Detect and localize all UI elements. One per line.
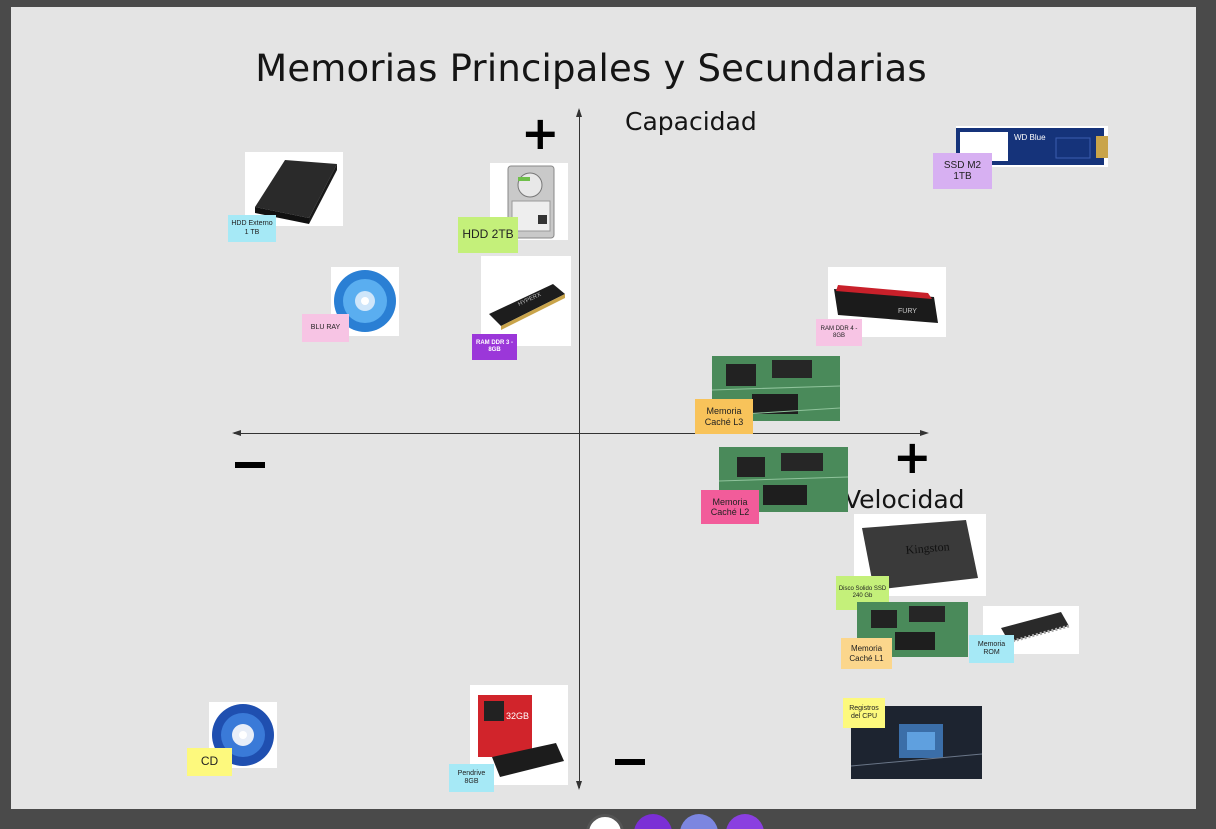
toolbar-avatar-1[interactable] [586, 814, 624, 829]
whiteboard-canvas[interactable]: Memorias Principales y Secundarias Capac… [11, 7, 1196, 809]
note-cd[interactable]: CD [187, 748, 232, 776]
hdd-external-image[interactable] [245, 152, 343, 226]
note-cache-l3[interactable]: Memoria Caché L3 [695, 399, 753, 434]
note-rom[interactable]: Memoria ROM [969, 635, 1014, 663]
y-axis-minus-sign [615, 759, 645, 765]
ssd-m2-brand-text: WD Blue [1014, 133, 1046, 142]
kingston-brand-text: Kingston [905, 539, 950, 557]
cpu-registers-image[interactable] [851, 706, 982, 779]
hdd-external-icon [245, 152, 343, 226]
toolbar-avatar-3[interactable] [680, 814, 718, 829]
note-hdd-2tb[interactable]: HDD 2TB [458, 217, 518, 253]
x-axis-label: Velocidad [844, 485, 965, 514]
y-axis-line [579, 110, 580, 788]
x-axis-minus-sign [235, 462, 265, 468]
note-ram-ddr4[interactable]: RAM DDR 4 - 8GB [816, 319, 862, 346]
x-axis-line [234, 433, 926, 434]
note-hdd-externo[interactable]: HDD Externo 1 TB [228, 215, 276, 242]
pendrive-capacity-text: 32GB [506, 711, 529, 721]
cache-l2-image[interactable] [719, 447, 848, 512]
y-axis-plus-sign: + [521, 106, 560, 160]
note-ram-ddr3[interactable]: RAM DDR 3 - 8GB [472, 334, 517, 360]
ram-ddr3-image[interactable]: HYPERX [481, 256, 571, 346]
y-axis-label: Capacidad [625, 107, 757, 136]
hdd-2tb-image[interactable] [490, 163, 568, 240]
toolbar-avatar-4[interactable] [726, 814, 764, 829]
x-axis-plus-sign: + [893, 430, 932, 484]
note-cache-l2[interactable]: Memoria Caché L2 [701, 490, 759, 524]
toolbar-avatar-2[interactable] [634, 814, 672, 829]
note-registros[interactable]: Registros del CPU [843, 698, 885, 728]
note-cache-l1[interactable]: Memoria Caché L1 [841, 638, 892, 669]
ram-module-icon: HYPERX [481, 256, 571, 346]
note-blu-ray[interactable]: BLU RAY [302, 314, 349, 342]
note-pendrive[interactable]: Pendrive 8GB [449, 764, 494, 792]
ssd-m2-image[interactable]: WD Blue [956, 126, 1108, 167]
bottom-toolbar [584, 814, 764, 829]
note-ssd-m2[interactable]: SSD M2 1TB [933, 153, 992, 189]
ram-ddr4-brand-text: FURY [898, 308, 917, 315]
board-title: Memorias Principales y Secundarias [255, 47, 927, 90]
hdd-drive-icon [490, 163, 568, 240]
